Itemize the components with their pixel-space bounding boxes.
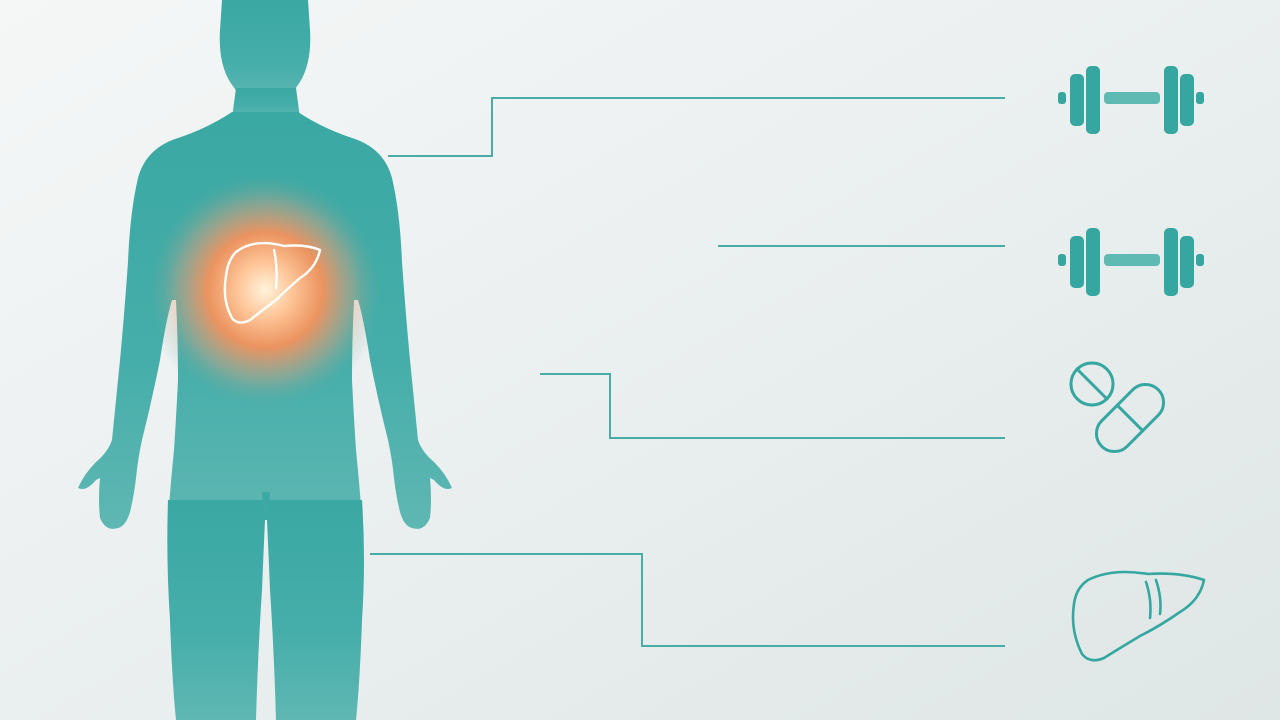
pills-icon: [1069, 361, 1166, 454]
liver-glow: [145, 170, 385, 410]
connector-line-1: [388, 97, 1005, 157]
connector-line-3: [540, 373, 1005, 439]
dumbbell-icon: [1058, 66, 1204, 134]
connector-line-4: [370, 553, 1005, 647]
liver-icon: [1071, 570, 1206, 662]
leg-gap: [262, 492, 270, 520]
neck: [232, 88, 300, 118]
body-liver-outline: [223, 241, 322, 324]
legs: [167, 500, 364, 720]
connector-lines: [370, 97, 1005, 647]
dumbbell-icon: [1058, 228, 1204, 296]
head: [219, 0, 311, 104]
